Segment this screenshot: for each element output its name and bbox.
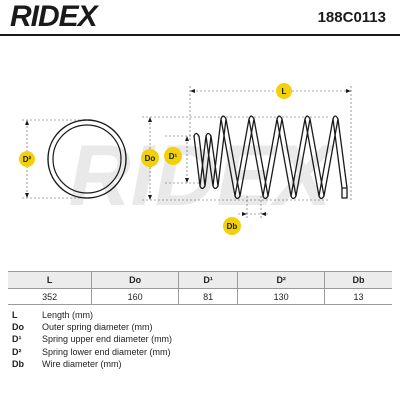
spec-table-header: L Do D¹ D² Db <box>8 271 392 289</box>
d2-label: D² <box>23 155 32 164</box>
db-label-badge <box>223 217 241 235</box>
legend-description: Spring upper end diameter (mm) <box>42 334 173 345</box>
spring-diagram: RIDEX D² Do <box>19 83 352 235</box>
header-divider <box>0 34 400 36</box>
do-label-badge <box>141 149 159 167</box>
do-dimension: Do <box>141 116 330 201</box>
header-l: L <box>8 271 92 289</box>
header-do: Do <box>91 271 179 289</box>
spring-coil-front <box>193 118 343 197</box>
legend-symbol: D¹ <box>12 334 22 345</box>
header-d1: D¹ <box>177 271 238 289</box>
header-d2: D² <box>237 271 325 289</box>
d2-dimension: D² <box>19 119 88 199</box>
value-db: 13 <box>323 288 392 305</box>
legend-description: Spring lower end diameter (mm) <box>42 346 171 357</box>
part-number: 188C0113 <box>317 9 386 26</box>
legend-symbol: Db <box>12 358 24 369</box>
l-label: L <box>282 87 287 96</box>
header: RIDEX 188C0113 <box>0 0 400 34</box>
legend-symbol: D² <box>12 346 22 357</box>
legend-description: Outer spring diameter (mm) <box>42 322 153 333</box>
spec-table: L Do D¹ D² Db 352 160 81 130 13 <box>8 271 392 305</box>
legend-symbol: Do <box>12 322 24 333</box>
spring-end-coil-bottom <box>199 185 325 200</box>
db-dimension: Db <box>223 196 270 235</box>
spring-end-bottom-right <box>341 187 348 199</box>
d1-dimension: D¹ <box>164 135 200 184</box>
legend-description: Wire diameter (mm) <box>42 358 122 369</box>
l-label-badge <box>276 83 292 99</box>
length-dimension: L <box>189 83 352 200</box>
header-db: Db <box>323 271 392 289</box>
spring-coil-back <box>198 118 348 197</box>
watermark: RIDEX <box>69 128 336 224</box>
legend-symbol: L <box>12 310 18 320</box>
value-do: 160 <box>91 288 179 305</box>
spring-end-coil-top <box>193 115 339 137</box>
d1-label-badge <box>164 147 182 165</box>
value-d2: 130 <box>237 288 325 305</box>
ring-inner <box>52 124 122 194</box>
brand-logo: RIDEX <box>10 0 98 33</box>
db-label: Db <box>227 222 238 231</box>
value-l: 352 <box>8 288 92 305</box>
d1-label: D¹ <box>169 152 178 161</box>
d2-label-badge <box>19 151 35 167</box>
spec-table-row: 352 160 81 130 13 <box>8 288 392 305</box>
do-label: Do <box>145 154 156 163</box>
spring-side-view <box>193 115 348 200</box>
legend-description: Length (mm) <box>42 310 94 320</box>
value-d1: 81 <box>177 288 238 305</box>
